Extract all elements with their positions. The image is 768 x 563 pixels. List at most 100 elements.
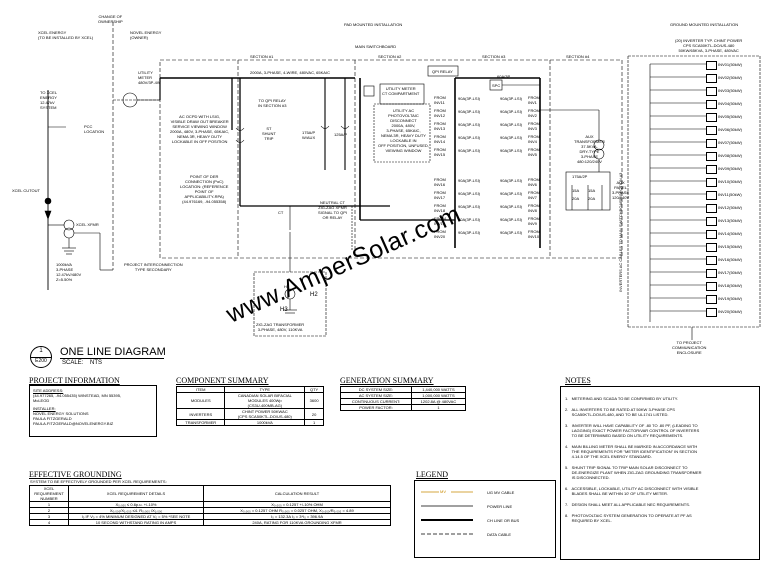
from-inverter-label: FROM INV18 — [434, 203, 446, 213]
breaker-label: 90A(3P-LSI) — [458, 96, 481, 101]
breaker-label: 90A(3P-LSI) — [500, 204, 523, 209]
note-item: 4. MAIN BILLING METER SHALL BE MARKED IN… — [565, 444, 698, 459]
inverter-symbol — [706, 152, 717, 161]
legend-item-data: DATA CABLE — [487, 532, 512, 537]
breaker-label: 90A(3P-LSI) — [458, 148, 481, 153]
from-inverter-label: FROM INV19 — [434, 216, 446, 226]
inverter-symbol — [706, 217, 717, 226]
comp-cell: MODULES — [175, 392, 226, 409]
title-sheet: E200 — [31, 357, 51, 364]
note-item: 6. ACCESSIBLE, LOCKABLE, UTILITY AC DISC… — [565, 486, 699, 496]
novel-energy-label: NOVEL ENERGY (OWNER) — [130, 30, 162, 40]
breaker-label: 90A(3P-LSI) — [500, 96, 523, 101]
from-inverter-label: FROM INV10 — [528, 229, 540, 239]
utility-meter-label: UTILITY METER 480V/3P-4W — [138, 70, 161, 85]
comp-cell: 3600 — [304, 392, 324, 409]
inverter-symbol — [706, 191, 717, 200]
utility-ac-disconnect-label: UTILITY AC PHOTOVOLTAIC DISCONNECT 2000A… — [378, 108, 429, 153]
breaker-label: 90A(3P-LSI) — [458, 178, 481, 183]
from-inverter-label: FROM INV5 — [528, 147, 540, 157]
breaker-label: 90A(3P-LSI) — [500, 178, 523, 183]
from-inverter-label: FROM INV15 — [434, 147, 446, 157]
neutral-ct-label: NEUTRAL CT ZIG-ZAG XFMR SIGNAL TO QPI OR… — [318, 200, 348, 220]
inverter-label: INV06(50kW) — [718, 127, 743, 132]
project-info-box: SITE ADDRESS: (44.977265, -94.055435) WI… — [29, 385, 157, 437]
section-4-label: SECTION #4 — [566, 54, 590, 59]
inverter-label: INV05(50kW) — [718, 114, 743, 119]
qpi-relay-label: QPI RELAY — [432, 69, 453, 74]
breaker-125a-label: 125A/P — [334, 132, 348, 137]
from-inverter-label: FROM INV20 — [434, 229, 446, 239]
note-item: 1. METERING AND SCADA TO BE CONFIRMED BY… — [565, 396, 679, 401]
from-inverter-label: FROM INV3 — [528, 121, 540, 131]
inverter-label: INV16(50kW) — [718, 257, 743, 262]
eg-header: XCEL REQUIREMENT DETAILS — [68, 485, 204, 502]
project-interconnection-label: PROJECT INTERCONNECTION TYPE SECONDARY — [124, 262, 183, 272]
to-project-label: TO PROJECT COMMUNICATION ENCLOSURE — [672, 340, 707, 355]
breaker-label: 90A(3P-LSI) — [458, 109, 481, 114]
inverter-symbol — [706, 178, 717, 187]
zigzag-label: ZIG-ZAG TRANSFORMER 3-PHASE, 480V, 110KV… — [256, 322, 305, 332]
inverter-symbol — [706, 74, 717, 83]
comp-cell: CANADIAN SOLAR BIFACIAL MODULES 400Wp (C… — [224, 392, 306, 409]
component-summary-table: ITEM TYPE QTY MODULES CANADIAN SOLAR BIF… — [175, 386, 324, 426]
from-inverter-label: FROM INV16 — [434, 177, 446, 187]
inverter-label: INV15(50kW) — [718, 244, 743, 249]
title-number: 1 — [39, 348, 43, 354]
section-2-label: SECTION #2 — [378, 54, 402, 59]
h1-label: H1 — [284, 284, 290, 289]
aux-20a-1-label: 20A — [572, 196, 580, 201]
aux-panel-label: AUX PANEL 3-PHASE 120/240V — [612, 180, 630, 200]
eg-cell: 10 SECOND WITHSTAND RATING IN AMPS — [68, 519, 204, 526]
to-qpi-relay-label: TO QPI RELAY IN SECTION #3 — [258, 98, 287, 108]
breaker-175a-label: 175A/P W/AUX — [302, 130, 316, 140]
aux-20a-2-label: 20A — [588, 196, 596, 201]
breaker-label: 90A(3P-LSI) — [458, 230, 481, 235]
from-inverter-label: FROM INV11 — [434, 95, 446, 105]
effective-grounding-subtitle: SYSTEM TO BE EFFECTIVELY GROUNDED PER XC… — [30, 479, 167, 484]
comp-cell: 1000kVA — [224, 419, 306, 426]
inverter-label: INV08(50kW) — [718, 153, 743, 158]
to-xcel-label: TO XCEL ENERGY 12.47kV SYSTEM — [40, 90, 58, 110]
from-inverter-label: FROM INV9 — [528, 216, 540, 226]
inverter-label: INV03(50kW) — [718, 88, 743, 93]
eg-header: CALCULATION RESULT — [203, 485, 391, 502]
legend-symbols — [421, 491, 473, 535]
inverter-label: INV13(50kW) — [718, 218, 743, 223]
ac-ocpd-label: AC OCPD WITH LSIG, VISIBLE DRAW OUT BREA… — [170, 114, 230, 144]
aux-transformer-label: AUX TRANSFORMER 37.5KVA, DRY-TYPE 3-PHAS… — [574, 134, 605, 164]
title-text: ONE LINE DIAGRAM — [60, 346, 166, 358]
xfmr-rating-label: 1000kVA 3-PHASE 12.47kV/480V Z=5.50% — [56, 262, 82, 282]
breaker-label: 90A(3P-LSI) — [458, 204, 481, 209]
pcc-label: PCC LOCATION — [84, 124, 105, 134]
inverter-label: INV17(50kW) — [718, 270, 743, 275]
inverter-cables-label: INVERTERS AC CABLES TO MAIN SWITCHBOARD … — [618, 172, 623, 292]
comp-cell: 20 — [304, 408, 324, 420]
inverter-label: INV14(50kW) — [718, 231, 743, 236]
from-inverter-label: FROM INV7 — [528, 190, 540, 200]
breaker-label: 90A(3P-LSI) — [500, 230, 523, 235]
comp-cell: 1 — [304, 419, 324, 426]
inverter-label: INV02(50kW) — [718, 75, 743, 80]
inverter-label: INV12(50kW) — [718, 205, 743, 210]
eg-header: XCEL REQUIREMENT NUMBER — [29, 485, 69, 502]
note-item: 7. DESIGN SHALL MEET ALL APPLICABLE NEC … — [565, 502, 691, 507]
scale-value: NTS — [90, 360, 102, 366]
note-item: 8. PHOTOVOLTAIC SYSTEM GENERATION TO OPE… — [565, 513, 692, 523]
breaker-60a-label: 60A/3P — [497, 74, 511, 79]
legend-item-ch: CH LINE OR BUS — [487, 518, 520, 523]
from-inverter-label: FROM INV2 — [528, 108, 540, 118]
from-inverter-label: FROM INV8 — [528, 203, 540, 213]
point-of-der-label: POINT OF DER CONNECTION (PoC) LOCATION: … — [180, 174, 229, 204]
breaker-label: 90A(3P-LSI) — [500, 191, 523, 196]
inverter-symbol — [706, 100, 717, 109]
note-item: 5. SHUNT TRIP SIGNAL TO TRIP MAIN SOLAR … — [565, 465, 702, 480]
inverter-label: INV18(50kW) — [718, 283, 743, 288]
pad-mounted-label: PAD MOUNTED INSTALLATION — [344, 22, 403, 27]
inverter-label: INV07(50kW) — [718, 140, 743, 145]
inverter-symbol — [706, 282, 717, 291]
installer: NOVEL ENERGY SOLUTIONS PAULA FITZGERALD … — [33, 411, 114, 426]
inverter-label: INV01(50kW) — [718, 62, 743, 67]
eg-cell: 240A, RATING FOR 110KVA GROUNDING XFMR — [203, 519, 391, 526]
